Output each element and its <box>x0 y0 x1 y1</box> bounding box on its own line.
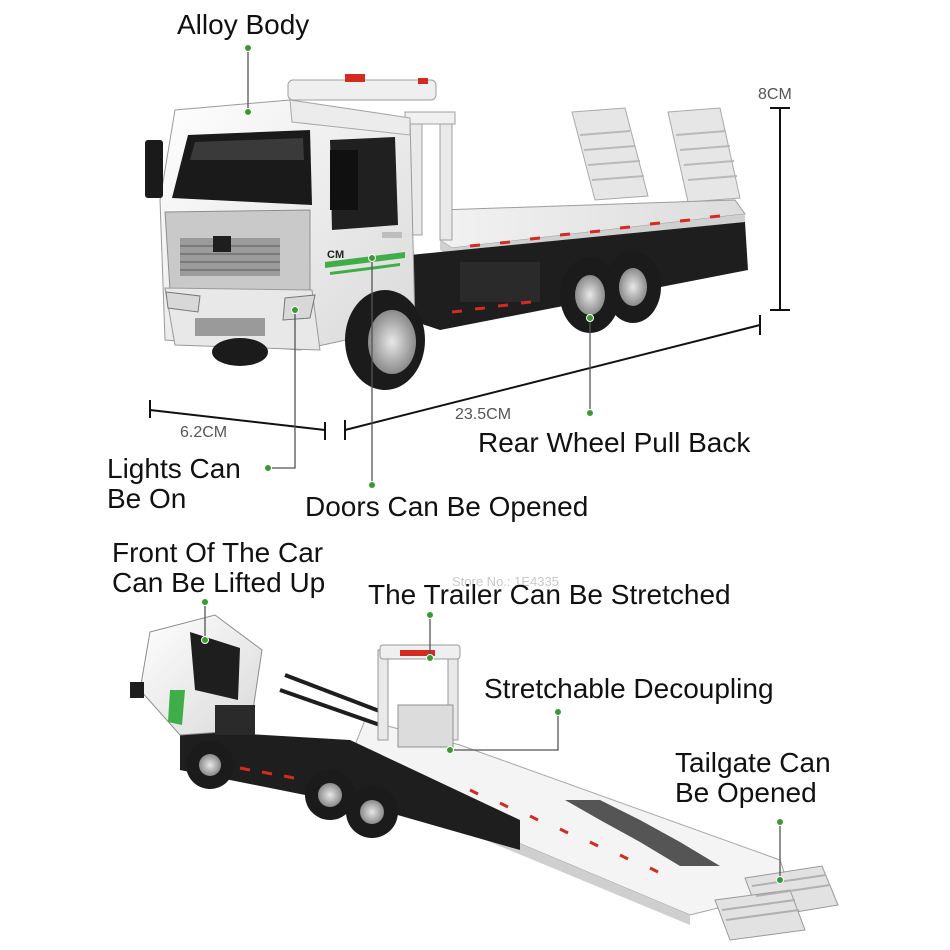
cab-top: CM <box>145 74 437 351</box>
length-dimension-line <box>344 324 761 431</box>
callout-lights-line1: Lights Can <box>107 453 241 484</box>
callout-doors: Doors Can Be Opened <box>305 491 589 522</box>
lights-leader <box>268 310 296 469</box>
rear-wheels-top <box>560 251 661 333</box>
stretch-rails <box>279 673 383 727</box>
callout-leaders <box>204 48 781 880</box>
decoupling-leader <box>450 712 559 751</box>
front-wheel-top <box>212 290 425 390</box>
callout-dots <box>201 44 784 884</box>
tilted-cab <box>130 614 263 736</box>
width-dimension-line <box>149 409 326 431</box>
roof-light-bar-top <box>287 79 437 101</box>
side-mirror-bottom <box>130 682 144 698</box>
store-watermark: Store No.: 1E4335 <box>452 574 559 589</box>
dimension-lines <box>149 107 790 440</box>
callout-front-line2: Can Be Lifted Up <box>112 567 326 598</box>
bottom-truck <box>130 614 839 941</box>
bed-red-marks-top <box>469 214 721 248</box>
callout-front-line1: Front Of The Car <box>112 537 324 568</box>
decoupling-box <box>397 704 454 748</box>
rear-ramps-top <box>571 107 741 203</box>
callout-trailer: The Trailer Can Be Stretched <box>368 579 731 610</box>
headlight-top <box>282 294 316 321</box>
tailgate-ramps <box>714 865 839 941</box>
wheels-bottom <box>186 741 398 838</box>
callout-lights-line2: Be On <box>107 483 187 514</box>
svg-text:CM: CM <box>327 249 344 261</box>
top-truck: CM <box>145 74 748 390</box>
dimension-length-label: 23.5CM <box>455 406 512 423</box>
callout-tailgate-line1: Tailgate Can <box>675 747 831 778</box>
callout-alloy-body: Alloy Body <box>177 9 310 40</box>
side-mirror-top <box>145 140 163 198</box>
callout-rear-wheel: Rear Wheel Pull Back <box>478 427 751 458</box>
dimension-width-label: 6.2CM <box>180 424 228 441</box>
bed-grip-panels <box>565 800 720 866</box>
callout-tailgate-line2: Be Opened <box>675 777 817 808</box>
dimension-height-label: 8CM <box>758 86 792 103</box>
callout-decoupling: Stretchable Decoupling <box>484 673 774 704</box>
